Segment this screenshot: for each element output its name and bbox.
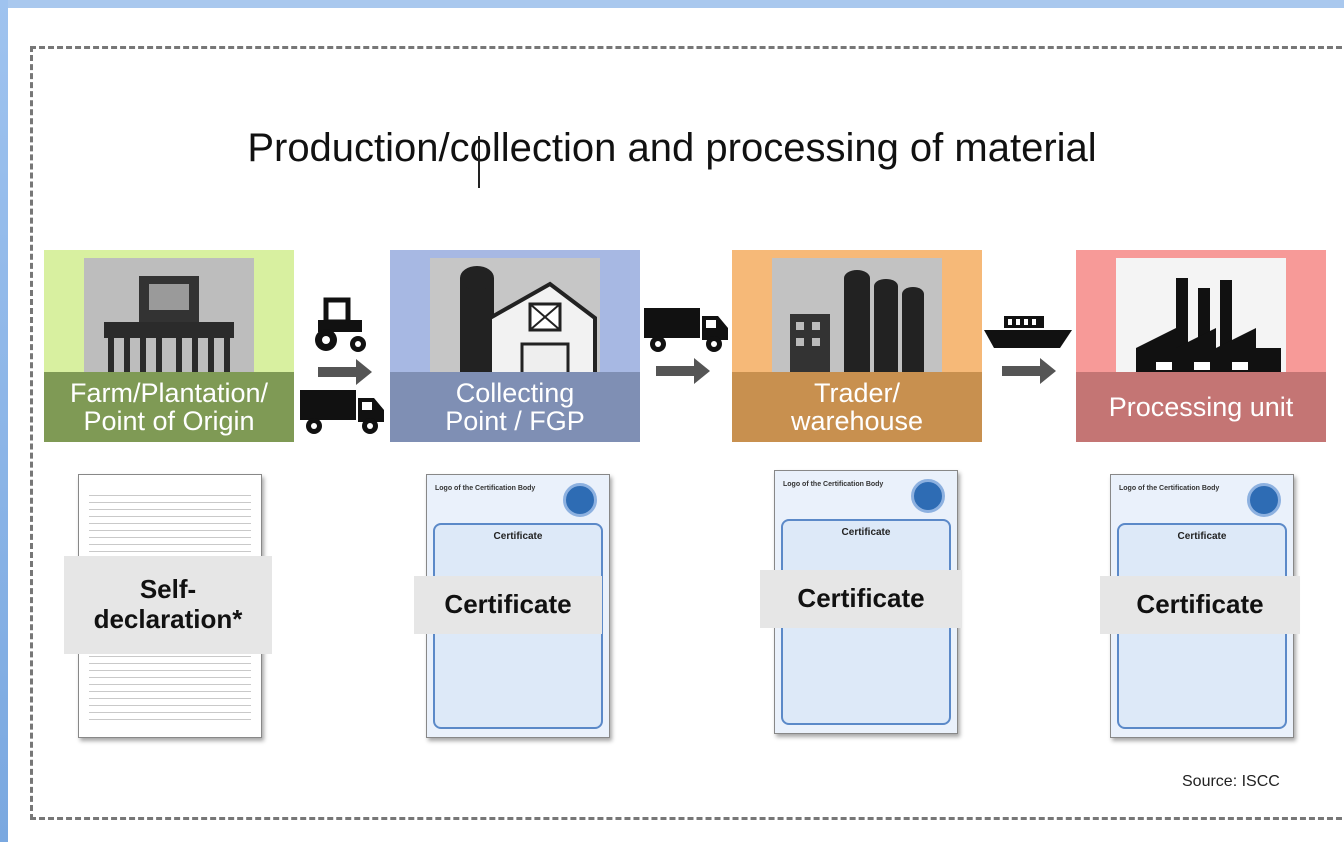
- arrow-right-icon: [656, 358, 710, 384]
- ship-icon: [984, 312, 1072, 357]
- document-label: Certificate: [760, 570, 962, 628]
- certificate-header: Logo of the Certification Body: [783, 481, 884, 488]
- stage-label: Collecting Point / FGP: [390, 372, 640, 442]
- factory-icon: [1116, 258, 1286, 388]
- warehouse-silo-icon: [772, 258, 942, 388]
- top-band: [0, 0, 1344, 8]
- certificate-header: Logo of the Certification Body: [1119, 485, 1220, 492]
- stage-label: Processing unit: [1076, 372, 1326, 442]
- certificate-title: Certificate: [493, 531, 543, 542]
- stage-collecting-point: Collecting Point / FGP: [390, 250, 640, 442]
- seal-icon: [563, 483, 597, 517]
- stage-label: Farm/Plantation/ Point of Origin: [44, 372, 294, 442]
- arrow-right-icon: [1002, 358, 1056, 384]
- certificate-title: Certificate: [841, 527, 891, 538]
- document-label: Self- declaration*: [64, 556, 272, 654]
- certificate-title: Certificate: [1177, 531, 1227, 542]
- text-cursor: [478, 136, 480, 188]
- stage-farm: Farm/Plantation/ Point of Origin: [44, 250, 294, 442]
- diagram-title: Production/collection and processing of …: [247, 126, 1097, 170]
- stage-trader-warehouse: Trader/ warehouse: [732, 250, 982, 442]
- tractor-icon: [84, 258, 254, 388]
- seal-icon: [911, 479, 945, 513]
- certificate-header: Logo of the Certification Body: [435, 485, 536, 492]
- truck-icon: [644, 306, 730, 359]
- arrow-right-icon: [318, 359, 372, 385]
- tractor-icon: [308, 296, 372, 359]
- barn-silo-icon: [430, 258, 600, 390]
- document-label: Certificate: [1100, 576, 1300, 634]
- stage-label: Trader/ warehouse: [732, 372, 982, 442]
- dashed-frame: [30, 46, 1344, 820]
- stage-processing-unit: Processing unit: [1076, 250, 1326, 442]
- document-label: Certificate: [414, 576, 602, 634]
- source-note: Source: ISCC: [1182, 773, 1280, 790]
- left-band: [0, 0, 8, 842]
- truck-icon: [300, 388, 386, 441]
- seal-icon: [1247, 483, 1281, 517]
